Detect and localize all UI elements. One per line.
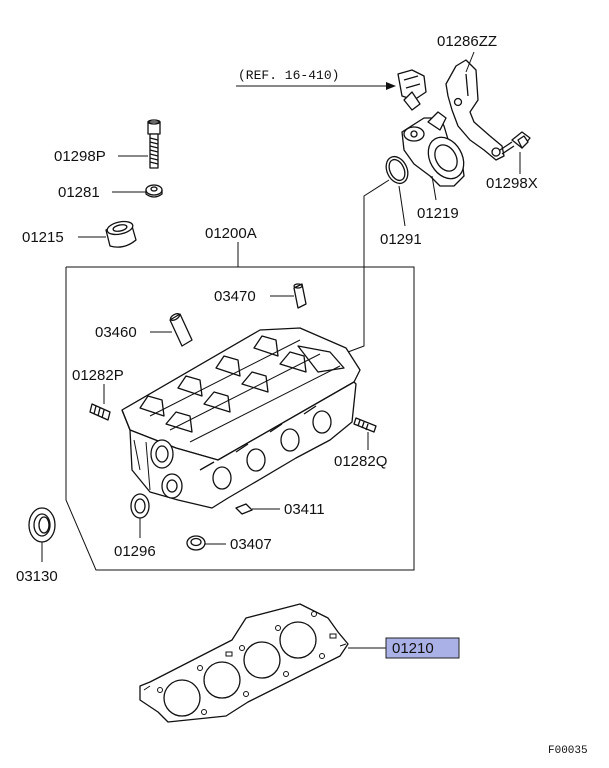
leader-01219	[431, 175, 437, 201]
cam-sensor-connector[interactable]	[397, 69, 427, 111]
figure-code: F00035	[548, 745, 588, 757]
head-gasket-01210[interactable]	[139, 603, 349, 723]
label-03470[interactable]: 03470	[214, 288, 256, 305]
assembly-outline-01200a	[65, 266, 415, 571]
o-ring-01291[interactable]	[382, 153, 412, 187]
bolt-01298p[interactable]	[147, 119, 161, 169]
seal-03407[interactable]	[186, 535, 206, 551]
label-01219[interactable]: 01219	[417, 205, 459, 222]
seal-01296[interactable]	[130, 493, 150, 519]
washer-01281[interactable]	[145, 184, 163, 198]
label-03407[interactable]: 03407	[230, 536, 272, 553]
pin-03411[interactable]	[235, 503, 253, 515]
label-01200a[interactable]: 01200A	[205, 225, 257, 242]
stud-01282p[interactable]	[89, 403, 111, 421]
leader-01291	[398, 185, 406, 227]
label-03460[interactable]: 03460	[95, 324, 137, 341]
label-01210[interactable]: 01210	[392, 640, 434, 657]
ref-note: (REF. 16-410)	[238, 68, 339, 83]
label-01281[interactable]: 01281	[58, 184, 100, 201]
label-01298p[interactable]: 01298P	[54, 148, 106, 165]
oil-control-valve-01219[interactable]	[401, 111, 471, 187]
label-01282q[interactable]: 01282Q	[334, 453, 387, 470]
stud-03470[interactable]	[293, 283, 307, 309]
label-01291[interactable]: 01291	[380, 231, 422, 248]
guide-03460[interactable]	[169, 312, 193, 347]
highlight-box-01210	[385, 637, 460, 659]
ref-arrow-head	[386, 82, 396, 90]
bracket-01286zz[interactable]	[445, 59, 505, 161]
label-03411[interactable]: 03411	[284, 501, 325, 518]
label-03130[interactable]: 03130	[16, 568, 58, 585]
oil-seal-03130[interactable]	[28, 507, 56, 543]
label-01286zz[interactable]: 01286ZZ	[437, 33, 497, 50]
leader-01291-to-head	[347, 179, 390, 353]
label-01296[interactable]: 01296	[114, 543, 156, 560]
label-01298x[interactable]: 01298X	[486, 175, 538, 192]
leader-01286zz	[465, 51, 475, 73]
label-01215[interactable]: 01215	[22, 229, 64, 246]
label-01282p[interactable]: 01282P	[72, 367, 124, 384]
stud-01282q[interactable]	[353, 417, 377, 433]
bolt-01298x[interactable]	[499, 131, 531, 155]
plug-01215[interactable]	[105, 219, 137, 248]
cylinder-head[interactable]	[121, 327, 361, 509]
